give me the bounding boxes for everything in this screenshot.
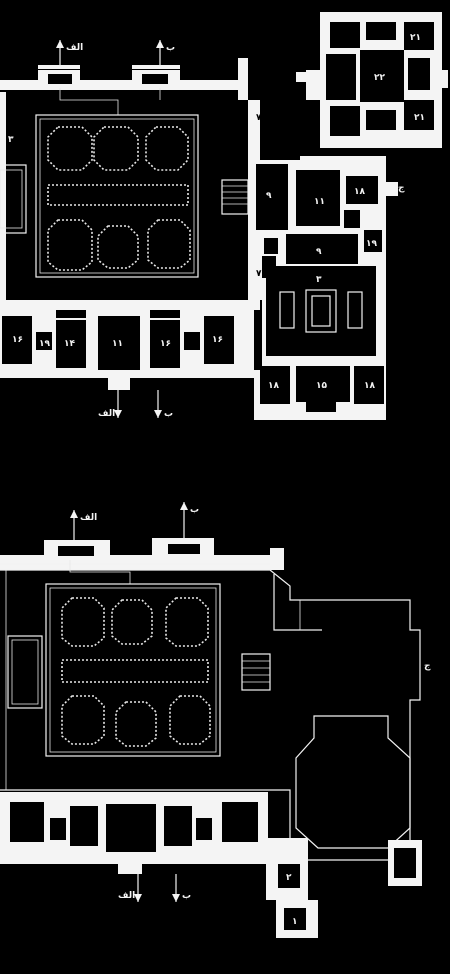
- room-label: ۱۱: [112, 339, 123, 349]
- section-label: ب: [164, 409, 173, 419]
- section-marks-south-top: [114, 390, 162, 418]
- section-label: ب: [182, 891, 191, 901]
- section-marks-north-top: [56, 40, 164, 66]
- room-label: ۷: [256, 269, 262, 279]
- east-complex-top: [221, 156, 398, 420]
- room-label: ۱۶: [160, 339, 171, 349]
- left-hall-top: [0, 164, 27, 234]
- room-label: ۱۱: [314, 197, 325, 207]
- room-label: ۱۸: [364, 381, 375, 391]
- stairs-top: [221, 179, 249, 215]
- section-label: الف: [98, 409, 115, 419]
- section-label: الف: [80, 513, 97, 523]
- stairs-bottom: [241, 653, 271, 691]
- section-label: ب: [166, 43, 175, 53]
- north-wall-top: [0, 58, 248, 100]
- plan-bottom: [0, 502, 422, 938]
- annex-top: [296, 12, 448, 148]
- labels-bottom: ۲ ۱ الف ب الف ب ج: [80, 505, 431, 927]
- labels-top: ۳ ۷ ۷ ۷ ۷ ۹ ۹ ۱۱ ۱۸ ۱۹ ۳ ۱۸ ۱۵ ۱۸ ۱۶ ۱۹ …: [8, 33, 425, 419]
- section-marks-south-bottom: [134, 874, 180, 902]
- south-wing-bottom: [0, 792, 422, 938]
- room-label: ۱۹: [39, 339, 50, 349]
- room-label: ۱۶: [212, 335, 223, 345]
- room-label: ۱۶: [12, 335, 23, 345]
- room-label: ۲۲: [374, 73, 385, 83]
- room-label: ۹: [266, 191, 272, 201]
- room-label: ۳: [8, 135, 14, 145]
- room-label: ۱۸: [268, 381, 279, 391]
- room-label: ۷: [62, 76, 68, 86]
- room-label: ۳: [316, 275, 322, 285]
- room-label: ۱۸: [354, 187, 365, 197]
- court-bottom: [45, 560, 221, 757]
- cut-label: ج: [398, 183, 405, 193]
- room-label: ۱۵: [316, 381, 327, 391]
- left-hall-bottom: [7, 635, 43, 709]
- room-label: ۲۱: [410, 33, 421, 43]
- cut-label: ج: [424, 661, 431, 671]
- room-label: ۲: [286, 873, 292, 883]
- room-label: ۹: [316, 247, 322, 257]
- room-label: ۱۹: [366, 239, 377, 249]
- room-label: ۱۴: [64, 339, 75, 349]
- section-label: الف: [66, 43, 83, 53]
- north-wall-bottom: [0, 538, 284, 570]
- section-label: الف: [118, 891, 135, 901]
- room-label: ۲۱: [414, 113, 425, 123]
- section-label: ب: [190, 505, 199, 515]
- room-label: ۷: [162, 76, 168, 86]
- court-top: [35, 88, 199, 278]
- room-label: ۷: [162, 311, 168, 321]
- room-label: ۷: [256, 113, 262, 123]
- section-marks-north-bottom: [70, 502, 188, 540]
- plan-top: [0, 12, 448, 420]
- room-label: ۷: [66, 311, 72, 321]
- south-wing-top: [0, 306, 254, 390]
- room-label: ۱: [292, 917, 298, 927]
